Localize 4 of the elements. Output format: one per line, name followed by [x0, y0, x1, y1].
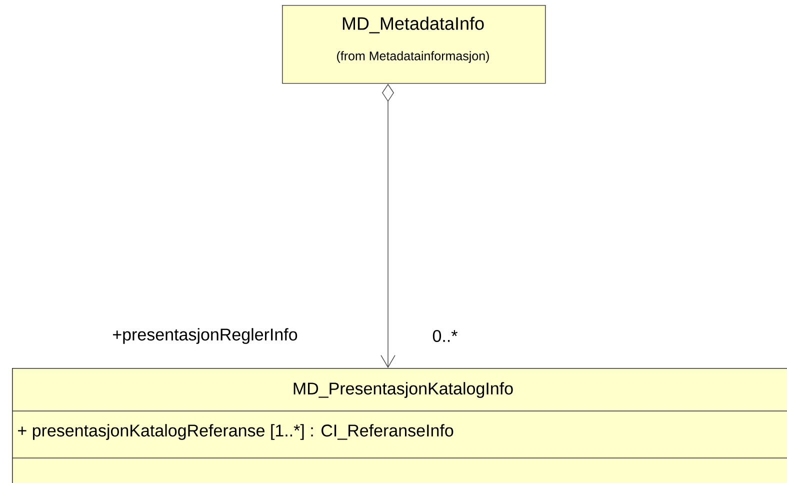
multiplicity: 0..* [432, 330, 458, 342]
class-box: MD_PresentasjonKatalogInfo + presentasjonKatalogReferanse [1..*] : CI_ReferanseInfo [12, 368, 787, 483]
role-name: +presentasjonReglerInfo [112, 328, 298, 344]
class-box: MD_MetadataInfo (from Metadatainformasjon) [282, 5, 546, 84]
